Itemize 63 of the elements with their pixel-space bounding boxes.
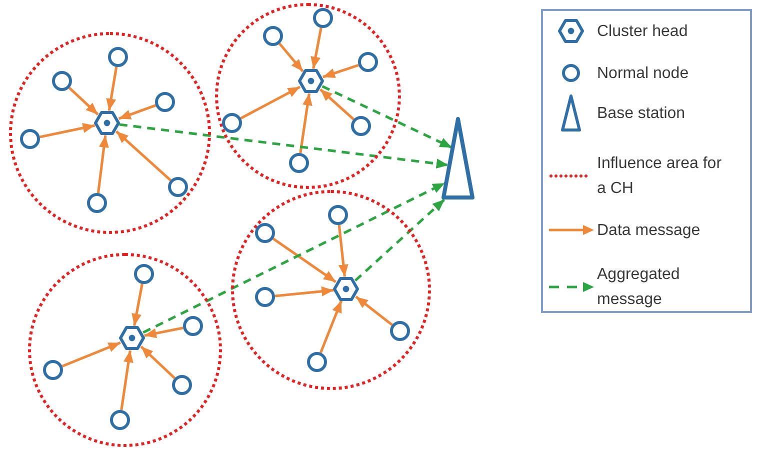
normal-node <box>289 153 309 173</box>
arrow <box>320 300 343 354</box>
arrow <box>240 86 301 120</box>
influence-area <box>9 32 211 234</box>
arrow <box>106 66 118 111</box>
normal-node <box>351 116 371 136</box>
normal-node <box>358 52 378 72</box>
arrow <box>62 342 121 368</box>
arrow <box>96 135 109 194</box>
arrow <box>299 93 312 154</box>
normal-node <box>183 316 203 336</box>
dashed-arrow <box>119 123 449 169</box>
arrow <box>319 88 354 120</box>
arrow <box>40 123 96 138</box>
arrow <box>132 284 144 326</box>
arrow <box>272 238 336 283</box>
legend-label: Influence area for a CH <box>597 154 723 199</box>
arrow <box>355 296 393 326</box>
legend-label: Data message <box>597 220 702 240</box>
arrow <box>322 64 359 78</box>
legend-label: Cluster head <box>597 22 689 42</box>
base-station <box>441 116 475 200</box>
arrow <box>278 42 304 72</box>
arrow <box>120 350 134 410</box>
dashed-arrow <box>142 182 446 334</box>
cluster-head <box>298 69 324 93</box>
arrow <box>115 130 172 182</box>
influence-area <box>28 253 222 447</box>
normal-node <box>155 92 175 112</box>
legend-label: Aggregated message <box>597 265 681 310</box>
cluster-head <box>333 277 359 301</box>
normal-node <box>52 71 72 91</box>
influence-area <box>231 190 431 390</box>
arrow <box>140 346 176 380</box>
normal-node <box>134 264 154 284</box>
dashed-arrow <box>322 85 452 149</box>
normal-node <box>172 375 192 395</box>
normal-node <box>110 410 130 430</box>
influence-area <box>215 3 401 189</box>
normal-node <box>255 287 275 307</box>
legend-label: Base station <box>597 104 686 124</box>
arrow <box>274 286 334 298</box>
arrow <box>118 104 156 120</box>
normal-node <box>307 352 327 372</box>
arrow <box>338 224 348 277</box>
normal-node <box>255 223 275 243</box>
normal-node <box>263 26 283 46</box>
normal-node <box>222 113 242 133</box>
normal-node <box>43 360 63 380</box>
normal-node <box>390 321 410 341</box>
normal-node <box>313 8 333 28</box>
normal-node <box>20 129 40 149</box>
normal-node <box>168 177 188 197</box>
arrow <box>310 28 322 69</box>
normal-node <box>108 47 128 67</box>
normal-node <box>87 193 107 213</box>
legend-label: Normal node <box>597 64 690 84</box>
cluster-head <box>119 326 145 350</box>
dashed-arrow <box>354 198 446 282</box>
normal-node <box>328 205 348 225</box>
cluster-head <box>94 111 120 135</box>
arrow <box>144 326 184 338</box>
arrow <box>68 86 99 116</box>
